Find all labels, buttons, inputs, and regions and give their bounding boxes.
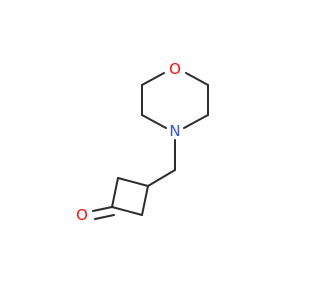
molecule-structure: O N O — [76, 60, 209, 224]
ring-oxygen-label: O — [169, 60, 181, 78]
bond-cb-left — [111, 177, 119, 208]
bond-c-o-upper-left — [141, 72, 165, 86]
bond-cb-right — [141, 185, 149, 216]
bond-ch2-cyclobutane — [147, 169, 176, 187]
ring-nitrogen-label: N — [169, 122, 180, 140]
bond-cb-bottom — [111, 206, 143, 216]
bond-carbonyl-2 — [94, 214, 115, 220]
bond-carbonyl-1 — [92, 206, 113, 212]
bond-c-n-lower-right — [183, 114, 209, 129]
ketone-oxygen-label: O — [76, 206, 88, 224]
bond-n-c-lower-left — [141, 114, 167, 129]
bond-cb-top — [117, 177, 149, 187]
bond-o-c-upper-right — [185, 72, 209, 86]
